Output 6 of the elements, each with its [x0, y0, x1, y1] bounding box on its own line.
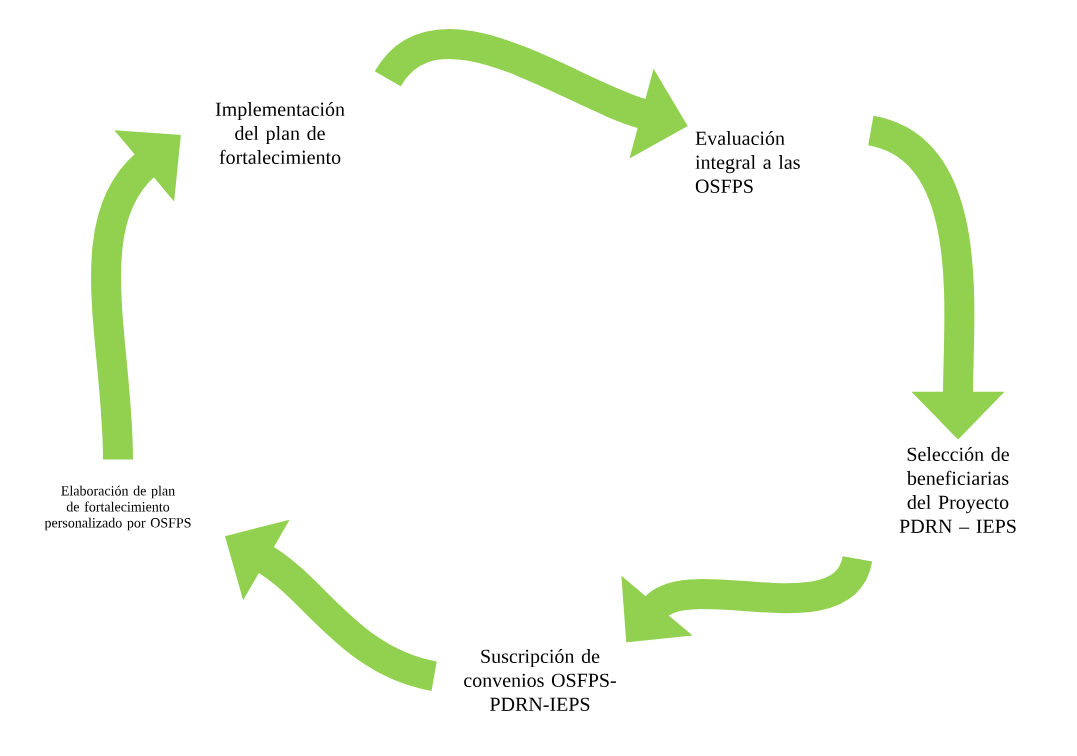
step-text: Implementación del plan de fortalecimiento [215, 101, 345, 165]
step-text: Elaboración de plan de fortalecimiento personalizado por OSFPS [44, 485, 191, 531]
block-arrow [91, 130, 181, 460]
step-text: Suscripción de convenios OSFPS- PDRN-IEPS [464, 648, 616, 712]
step-text: Evaluación integral a las OSFPS [695, 130, 800, 194]
step-text: Selección de beneficiarias del Proyecto PDRN – IEPS [899, 446, 1016, 534]
